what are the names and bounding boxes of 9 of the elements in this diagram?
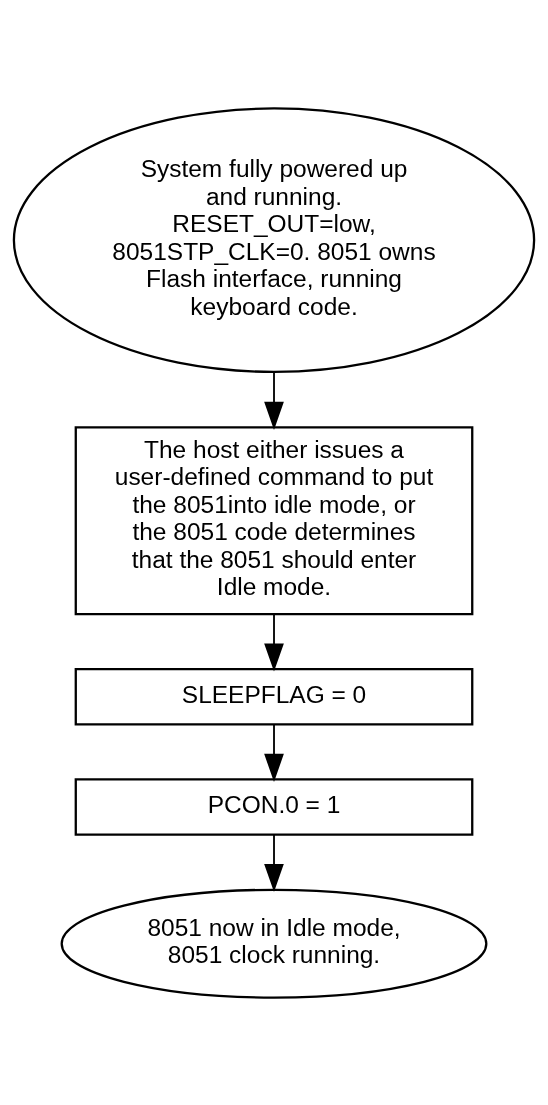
node-box: PCON.0 = 1 (74, 777, 474, 836)
arrow (264, 833, 284, 892)
node-box: SLEEPFLAG = 0 (74, 667, 474, 725)
node-box: The host either issues a user-defined command to put the 8051into idle mode, or the 8051 code determines that the 8051 should enter Idle mode. (74, 425, 474, 615)
node-ellipse: System fully powered up and running. RESET_OUT=low, 8051STP_CLK=0. 8051 owns Flash interface, running keyboard code. (12, 106, 536, 373)
node-ellipse: 8051 now in Idle mode, 8051 clock running. (60, 888, 488, 999)
arrow (264, 723, 284, 782)
arrow (264, 370, 284, 430)
arrow (264, 612, 284, 672)
